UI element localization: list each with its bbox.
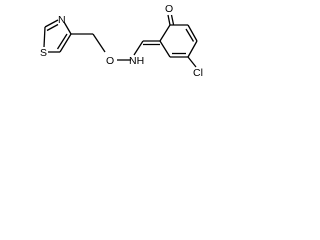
bond-carbonyl-double	[170, 14, 175, 25]
atom-label-nh: NH	[129, 55, 144, 67]
bond-c4-c5	[59, 33, 72, 53]
cyclohexadienone-ring	[159, 14, 198, 68]
atom-label-s-thiazole: S	[40, 47, 47, 59]
bond-n3-c4	[63, 21, 72, 35]
bond-c4-c5-double	[56, 33, 68, 50]
bond-ch2-o	[92, 33, 106, 53]
thiazole-ring	[43, 19, 72, 53]
chemical-structure-diagram: N S O NH O Cl	[40, 3, 203, 79]
bond-r3-r4	[187, 24, 198, 42]
bond-r6-r1	[159, 40, 171, 58]
bond-carbonyl	[167, 14, 171, 26]
atom-label-o-carbonyl: O	[165, 3, 173, 15]
linker-chain	[71, 33, 131, 61]
bond-s1-c2	[43, 26, 46, 48]
bond-c2-n3-double	[46, 23, 59, 32]
bond-nh-ch	[133, 40, 144, 56]
atom-label-cl: Cl	[193, 67, 203, 79]
bond-c2-n3	[44, 19, 59, 28]
bond-r1-r2	[159, 24, 171, 42]
atom-label-o-ether: O	[106, 55, 114, 67]
methylidene-link	[133, 40, 160, 56]
bond-r3-r4-double	[185, 28, 195, 42]
atom-label-n-thiazole: N	[58, 14, 66, 26]
bond-c-cl	[187, 56, 197, 68]
bond-r4-r5	[187, 40, 198, 58]
